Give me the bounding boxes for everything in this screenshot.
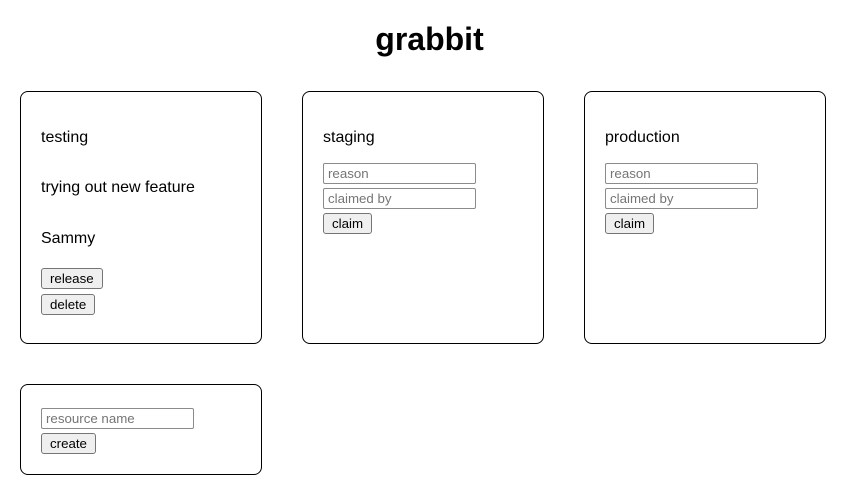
claimed-buttons: release delete <box>41 264 103 316</box>
resource-card-staging: staging claim <box>302 91 544 344</box>
reason-input[interactable] <box>605 163 758 185</box>
resource-name: testing <box>41 129 89 146</box>
resource-card-production: production claim <box>584 91 826 344</box>
release-button[interactable]: release <box>41 268 103 290</box>
resource-card-testing: testing trying out new feature Sammy rel… <box>20 91 262 344</box>
claimed-by-input[interactable] <box>323 188 476 210</box>
create-resource-card: create <box>20 384 262 475</box>
claimed-by-input[interactable] <box>605 188 758 210</box>
claim-button[interactable]: claim <box>605 213 655 235</box>
reason-input[interactable] <box>323 163 476 185</box>
resource-name-input[interactable] <box>41 408 194 429</box>
create-button[interactable]: create <box>41 433 96 454</box>
resource-reason: trying out new feature <box>41 179 195 197</box>
resource-name: production <box>605 129 680 146</box>
claim-button[interactable]: claim <box>323 213 373 235</box>
resource-claimed-by: Sammy <box>41 229 96 247</box>
cards-container: testing trying out new feature Sammy rel… <box>8 79 851 487</box>
resource-name: staging <box>323 129 375 146</box>
delete-button[interactable]: delete <box>41 294 96 316</box>
app-title: grabbit <box>375 21 484 57</box>
